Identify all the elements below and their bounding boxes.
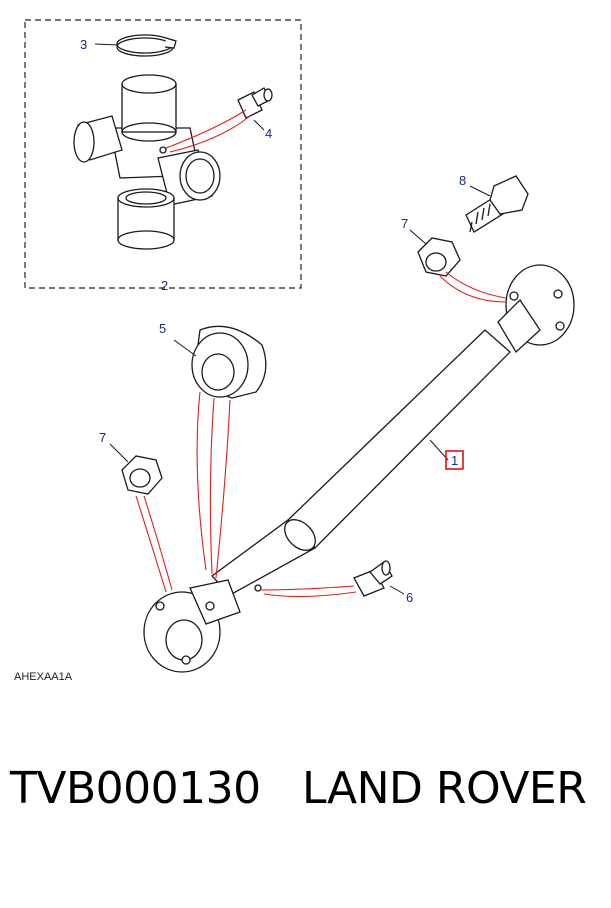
callout-7-top: 7: [401, 216, 408, 231]
callout-1-highlight-box[interactable]: [445, 450, 464, 470]
callout-5: 5: [159, 321, 166, 336]
drawing-code: AHEXAA1A: [14, 671, 73, 683]
grease-nipple-inset-part: [237, 87, 273, 119]
nut-top-part: [417, 237, 461, 277]
propeller-shaft-part: [143, 264, 575, 673]
callout-7-left: 7: [99, 430, 106, 445]
inset-box: [24, 19, 302, 289]
caption-bar: TVB000130 LAND ROVER: [0, 755, 611, 825]
bolt-part: [465, 175, 529, 233]
callout-8: 8: [459, 173, 466, 188]
callout-3: 3: [80, 37, 87, 52]
universal-joint-part: [73, 74, 221, 250]
callout-leaders: [94, 43, 491, 595]
gaiter-seal-part: [191, 325, 267, 399]
nut-left-part: [121, 455, 163, 495]
leader-lines: [135, 109, 507, 598]
callout-6: 6: [406, 590, 413, 605]
callout-2: 2: [161, 278, 168, 293]
part-number: TVB000130: [10, 763, 261, 814]
callout-4: 4: [265, 126, 272, 141]
grease-nipple-part: [353, 560, 393, 597]
circlip-part: [116, 34, 177, 57]
callout-1[interactable]: 1: [451, 453, 458, 468]
exploded-parts-diagram: 3 4 2 8 7 5 7 6 1: [24, 19, 575, 673]
brand-name: LAND ROVER: [302, 763, 587, 814]
